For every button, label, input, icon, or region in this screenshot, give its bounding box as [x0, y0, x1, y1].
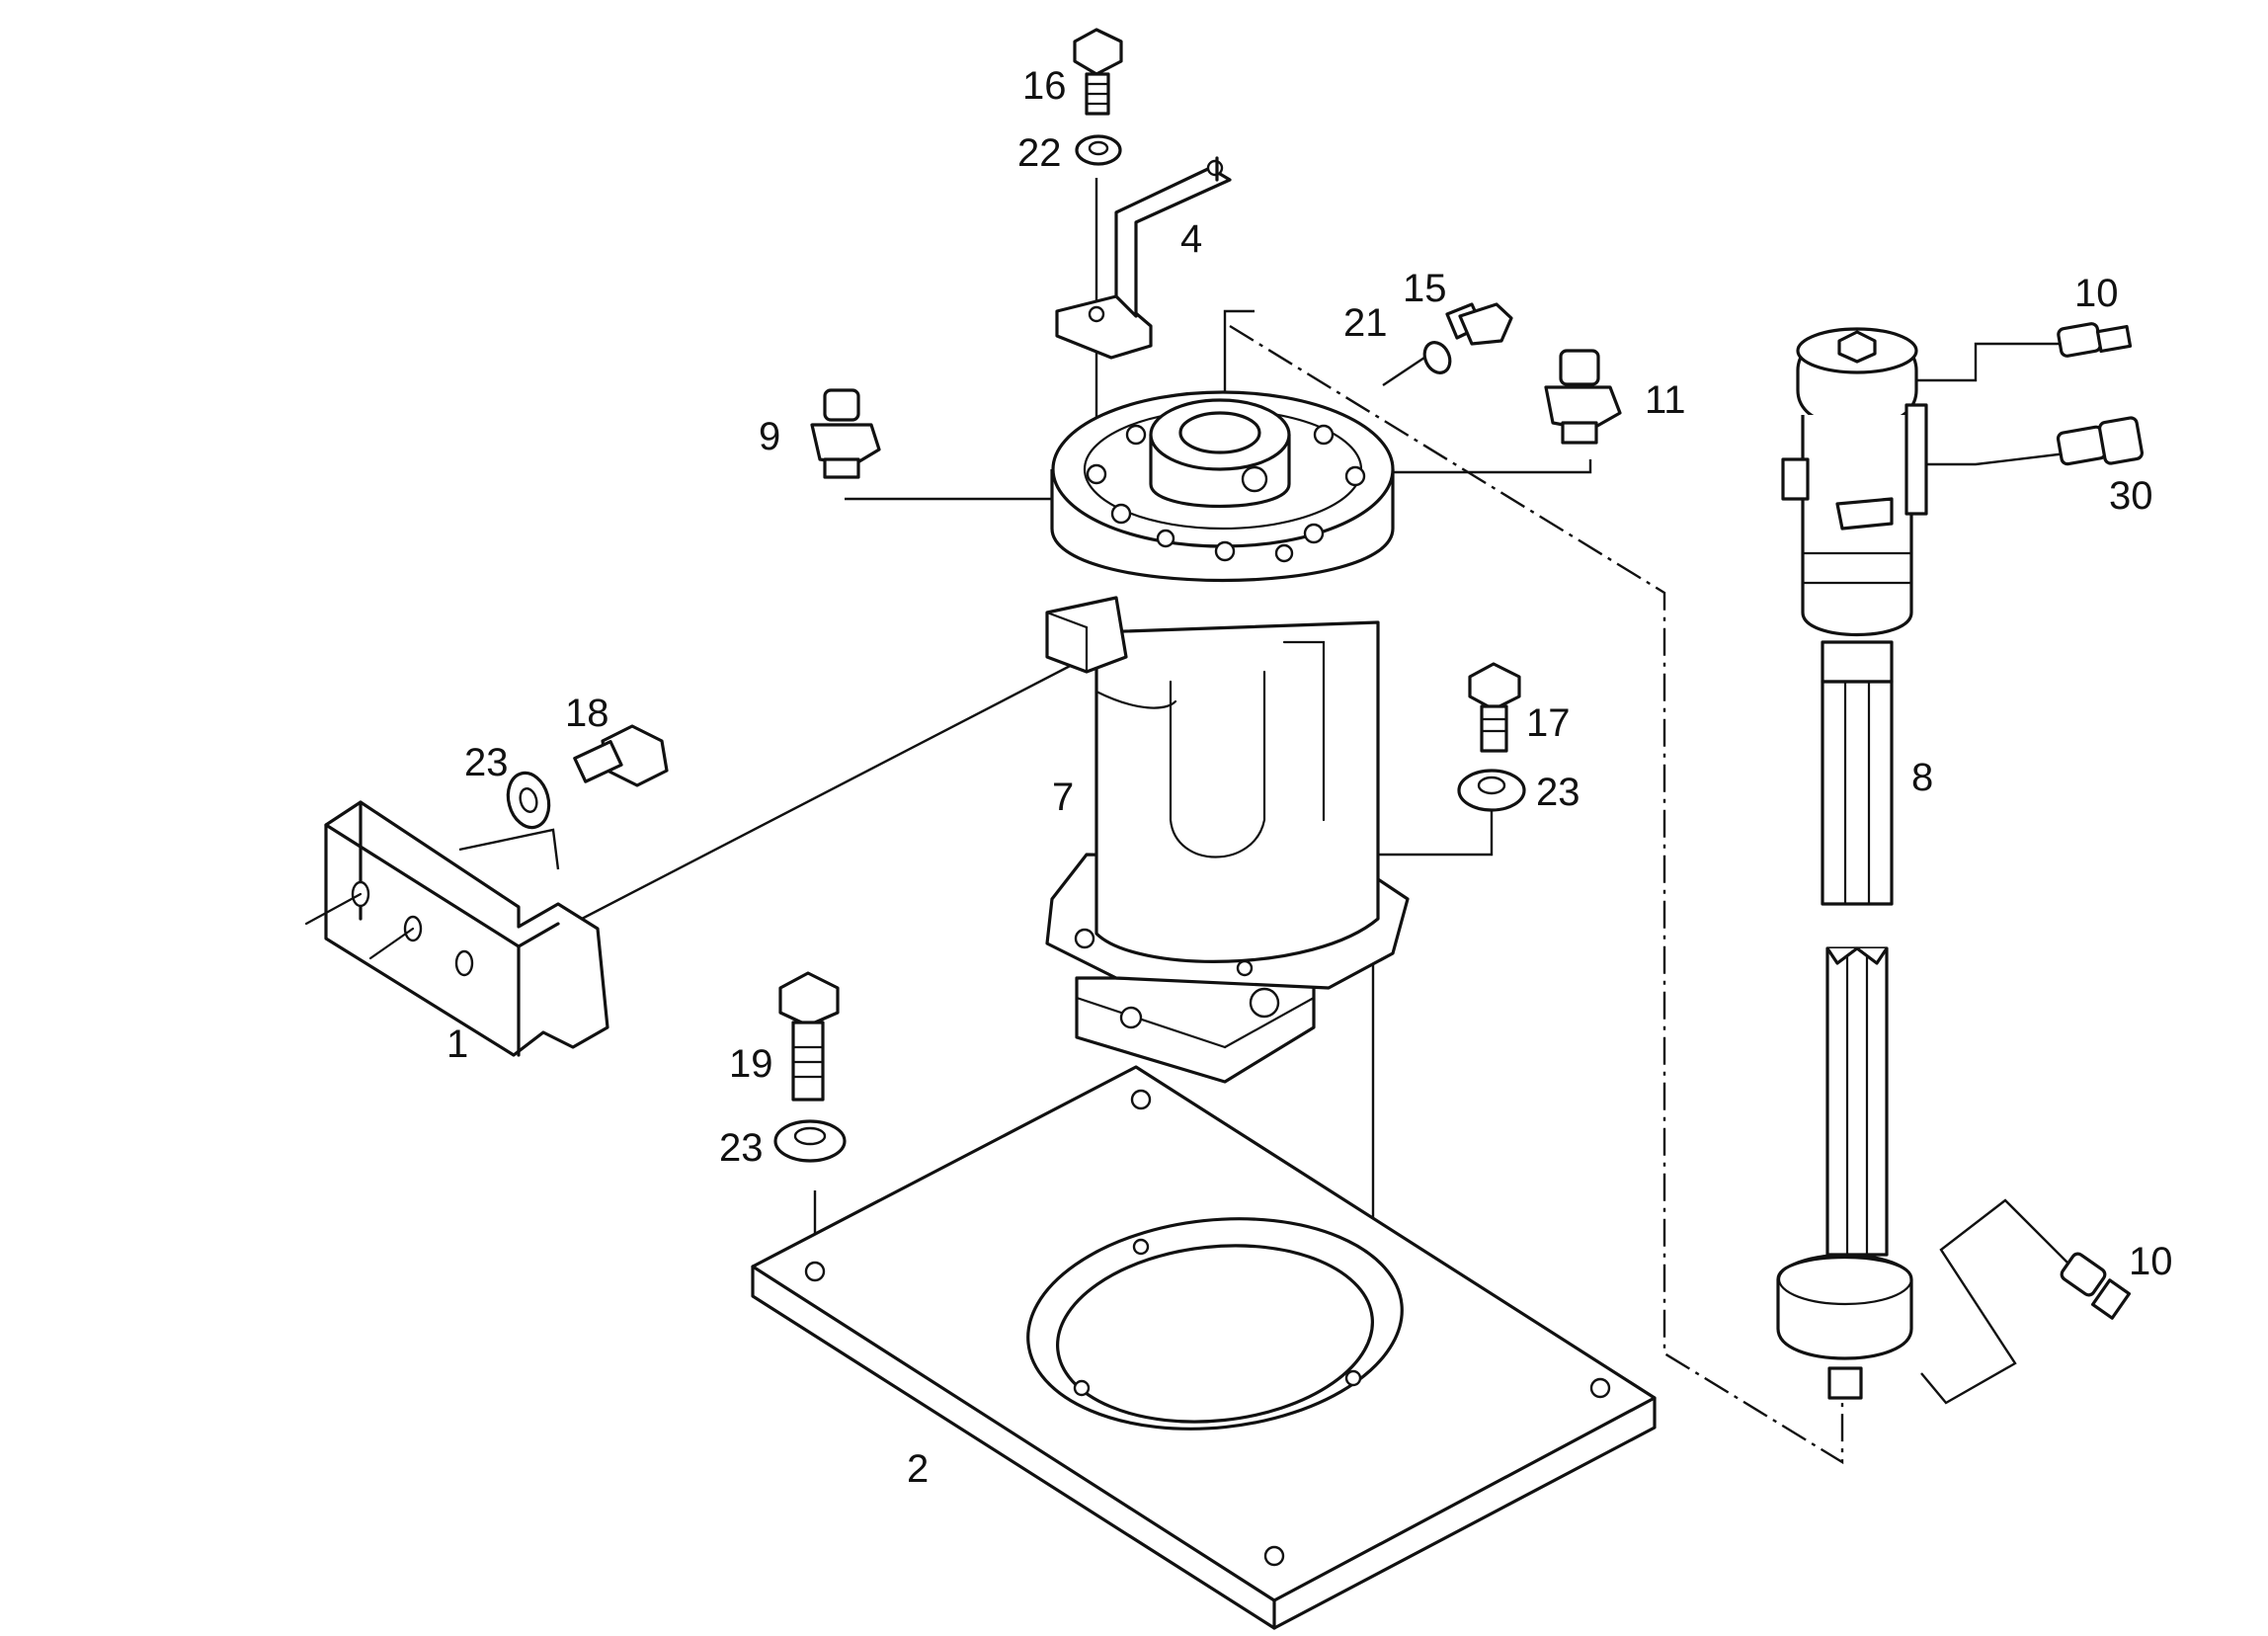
callout-9: 9 — [759, 415, 780, 458]
callout-labels: 1 2 4 7 8 9 10 10 11 15 16 17 18 19 21 2… — [446, 64, 2173, 1491]
assembly-leader-lines — [458, 178, 2075, 1465]
clamp-washer — [506, 771, 551, 830]
callout-17: 17 — [1526, 701, 1571, 745]
small-screw — [1445, 302, 1513, 346]
callout-18: 18 — [565, 692, 609, 735]
callout-11: 11 — [1645, 378, 1686, 422]
callout-4: 4 — [1180, 217, 1202, 261]
callout-10-bottom: 10 — [2129, 1240, 2173, 1283]
mid-bolt — [1468, 662, 1521, 753]
callout-22: 22 — [1017, 131, 1062, 175]
mid-washer — [1457, 769, 1526, 812]
top-bolt — [1073, 28, 1123, 116]
callout-23-base: 23 — [719, 1126, 764, 1170]
grease-nipple-bottom — [2060, 1252, 2132, 1320]
fitting-30 — [2056, 416, 2145, 466]
callout-19: 19 — [729, 1042, 773, 1086]
clamp-plate — [304, 800, 609, 1057]
callout-1: 1 — [446, 1022, 468, 1066]
fitting-left — [810, 388, 881, 479]
fitting-right — [1544, 349, 1622, 445]
callout-7: 7 — [1052, 776, 1074, 819]
callout-15: 15 — [1403, 267, 1447, 310]
callout-23-mid: 23 — [1536, 771, 1580, 814]
callout-23-clamp: 23 — [464, 741, 509, 784]
base-washer — [773, 1119, 847, 1163]
callout-8: 8 — [1911, 756, 1933, 799]
callout-30: 30 — [2109, 474, 2153, 518]
callout-16: 16 — [1022, 64, 1067, 108]
bracket — [1055, 156, 1232, 360]
grease-nipple-top — [2057, 322, 2133, 358]
clamp-bolt — [573, 724, 669, 787]
base-plate — [751, 1065, 1657, 1630]
top-washer — [1075, 134, 1122, 166]
base-bolt — [778, 971, 840, 1102]
cylinder-body — [1045, 390, 1410, 1084]
callout-2: 2 — [907, 1447, 929, 1491]
small-washer — [1422, 341, 1452, 374]
swivel-shaft — [1776, 327, 1928, 1400]
callout-21: 21 — [1343, 301, 1388, 345]
callout-10-top: 10 — [2074, 272, 2119, 315]
